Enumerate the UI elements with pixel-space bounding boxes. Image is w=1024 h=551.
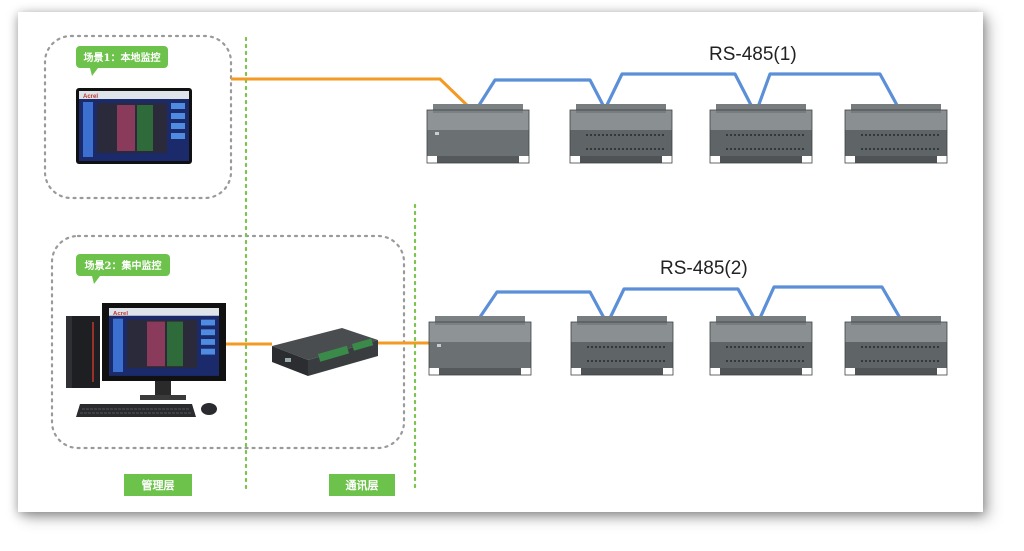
bus1-segment-1: [474, 78, 606, 111]
keyboard-icon: [76, 404, 196, 417]
scene2-tag-label: 场景2：集中监控: [85, 259, 162, 272]
gateway-icon: [272, 328, 378, 376]
scene1-frame: [43, 34, 233, 200]
pc-tower-icon: [66, 316, 100, 388]
meter-device-icon: [844, 315, 948, 376]
meter-device-icon: [709, 103, 813, 164]
bus2-label: RS-485(2): [660, 258, 748, 279]
scene2-tag: 场景2：集中监控: [76, 254, 170, 284]
management-layer-tag: 管理层: [124, 474, 192, 496]
bus1-segment-3: [756, 72, 900, 108]
scene1-link: [231, 77, 474, 112]
management-layer-label: 管理层: [142, 478, 175, 492]
mouse-icon: [201, 403, 217, 415]
desktop-monitor-icon: [102, 303, 226, 400]
bus2-segment-1: [476, 290, 606, 321]
bus2-segment-3: [758, 285, 902, 319]
communication-layer-label: 通讯层: [346, 479, 379, 492]
scene1-tag-label: 场景1：本地监控: [84, 51, 161, 64]
communication-layer-tag: 通讯层: [329, 474, 395, 496]
scene1-tag: 场景1：本地监控: [76, 46, 168, 76]
touch-panel-icon: [76, 88, 192, 164]
meter-device-icon: [569, 103, 673, 164]
bus1-label: RS-485(1): [709, 44, 797, 65]
meter-device-icon: [426, 103, 530, 164]
meter-device-icon: [844, 103, 948, 164]
meter-device-icon: [428, 315, 532, 376]
bus1-segment-2: [604, 72, 754, 108]
meter-device-icon: [709, 315, 813, 376]
bus2-segment-2: [608, 287, 756, 319]
meter-device-icon: [570, 315, 674, 376]
